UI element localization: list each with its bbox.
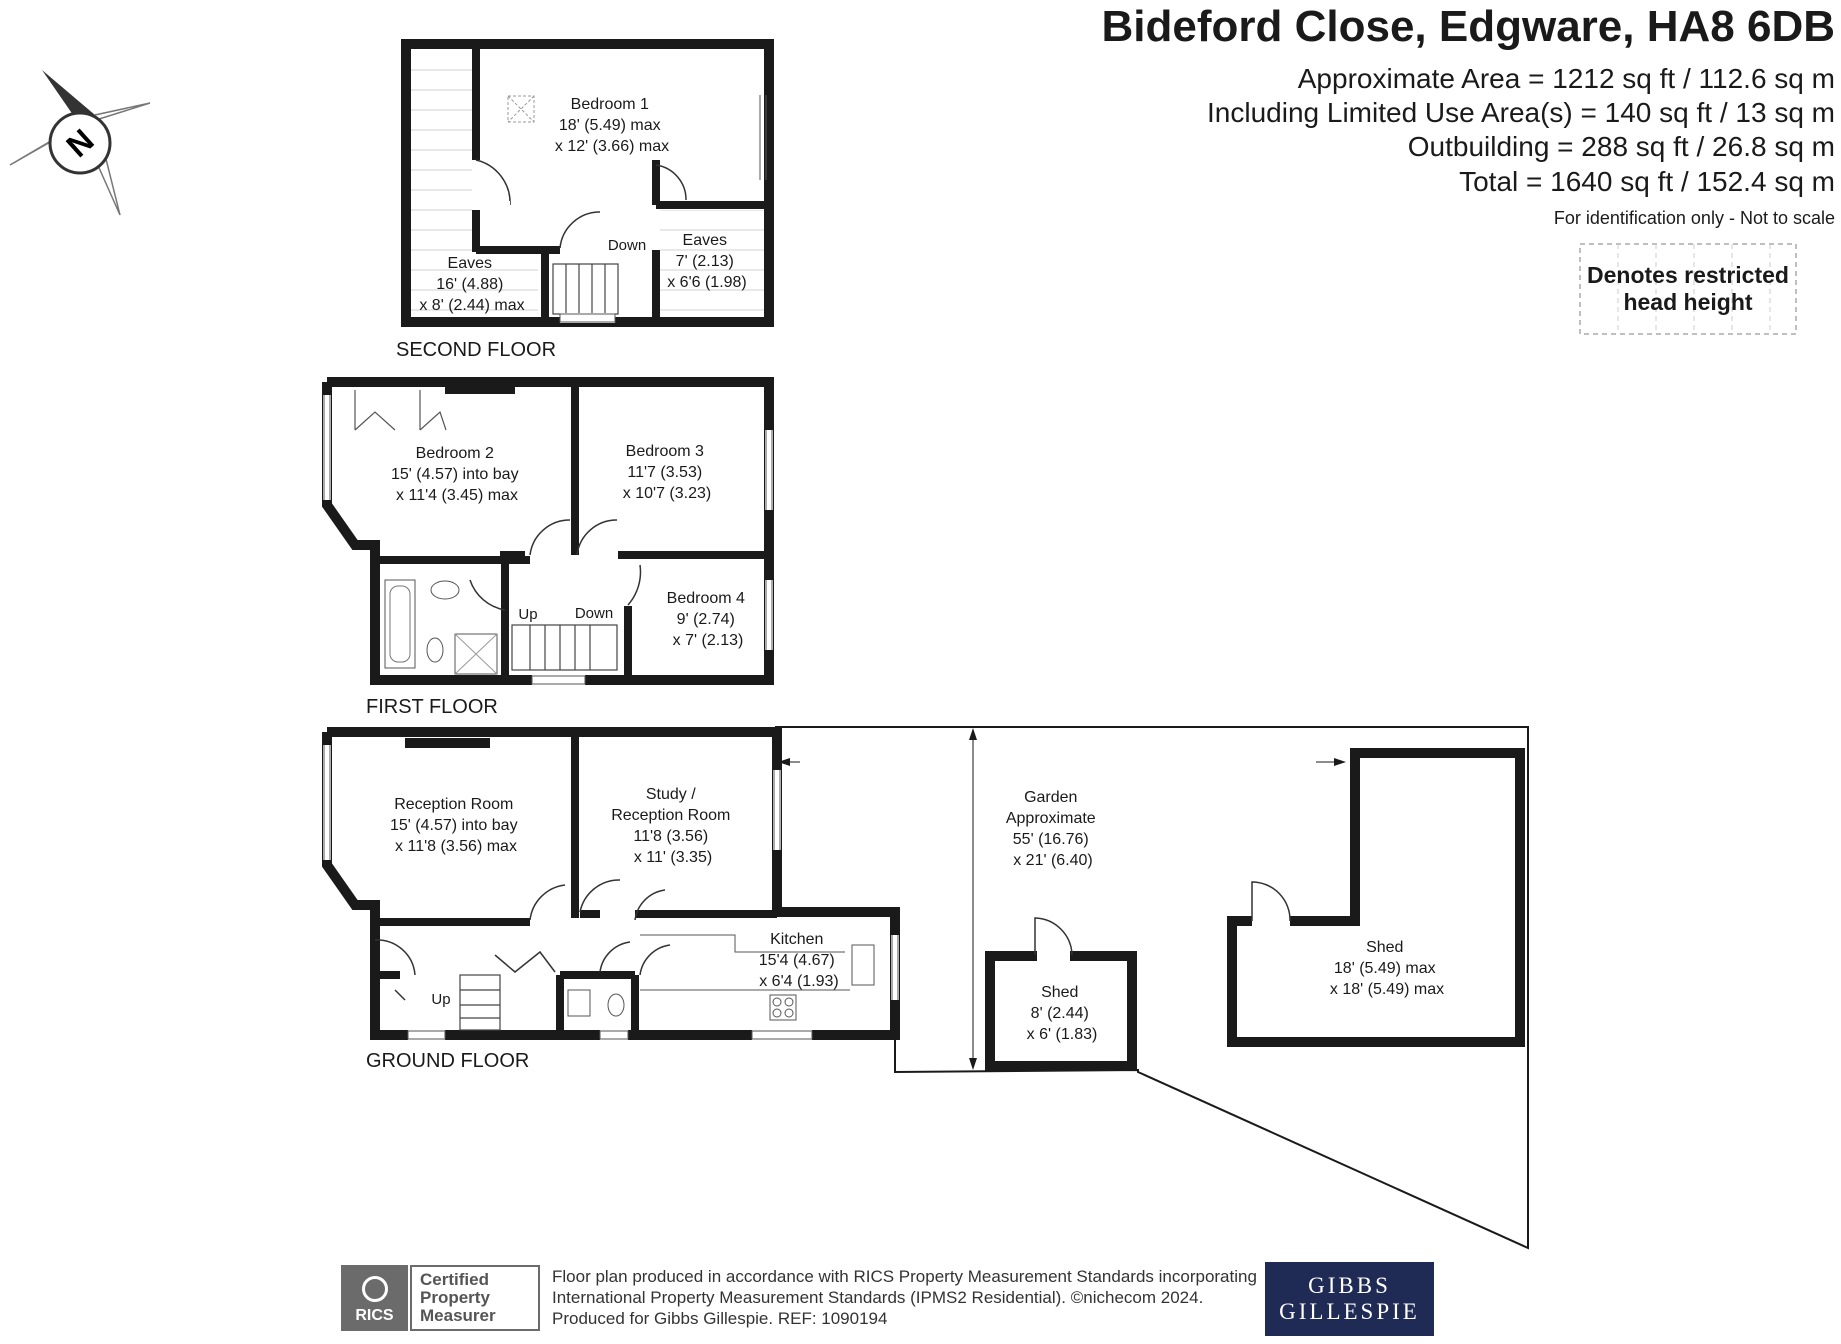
footer-line-1: Floor plan produced in accordance with R… — [552, 1267, 1257, 1286]
agent-logo-line-2: GILLESPIE — [1279, 1299, 1420, 1324]
cert-line-2: Property — [420, 1288, 490, 1307]
area-label-garden: Garden Approximate 55' (16.76) x 21' (6.… — [1006, 789, 1100, 869]
stairs-label-up-first: Up — [518, 606, 537, 623]
stairs-label-down-second: Down — [608, 237, 646, 254]
property-address-title: Bideford Close, Edgware, HA8 6DB — [1101, 2, 1835, 51]
approximate-area: Approximate Area = 1212 sq ft / 112.6 sq… — [1297, 63, 1835, 94]
restricted-height-legend-key — [1579, 243, 1797, 335]
rics-badge-text: RICS — [355, 1307, 394, 1324]
rics-logo: RICS — [341, 1265, 408, 1331]
legend-line-2: head height — [1623, 289, 1753, 315]
room-label-shed-small: Shed 8' (2.44) x 6' (1.83) — [1027, 984, 1098, 1043]
room-label-study: Study / Reception Room 11'8 (3.56) x 11'… — [611, 786, 735, 866]
certified-measurer-badge: Certified Property Measurer — [410, 1265, 540, 1331]
footer-credits: Floor plan produced in accordance with R… — [552, 1266, 1257, 1329]
room-label-kitchen: Kitchen 15'4 (4.67) x 6'4 (1.93) — [759, 931, 839, 990]
first-floor-plan — [322, 377, 774, 685]
legend-line-1: Denotes restricted — [1587, 262, 1789, 288]
rics-emblem-icon — [361, 1276, 388, 1302]
stairs-label-up-ground: Up — [431, 991, 450, 1008]
garden-plan — [775, 726, 1529, 1250]
cert-line-3: Measurer — [420, 1306, 496, 1325]
limited-use-area: Including Limited Use Area(s) = 140 sq f… — [1207, 97, 1835, 128]
ground-floor-plan — [322, 727, 900, 1040]
room-label-eaves-left: Eaves 16' (4.88) x 8' (2.44) max — [419, 255, 524, 314]
outbuilding-area: Outbuilding = 288 sq ft / 26.8 sq m — [1407, 131, 1835, 162]
floor-title-ground: GROUND FLOOR — [366, 1050, 529, 1072]
cert-line-1: Certified — [420, 1270, 489, 1289]
agent-logo-line-1: GIBBS — [1308, 1273, 1391, 1298]
second-floor-plan — [401, 39, 774, 327]
footer-line-2: International Property Measurement Stand… — [552, 1288, 1204, 1307]
footer-line-3: Produced for Gibbs Gillespie. REF: 10901… — [552, 1309, 888, 1328]
room-label-shed-large: Shed 18' (5.49) max x 18' (5.49) max — [1330, 939, 1444, 998]
floor-title-first: FIRST FLOOR — [366, 696, 498, 718]
room-label-bedroom3: Bedroom 3 11'7 (3.53) x 10'7 (3.23) — [623, 443, 711, 502]
floor-title-second: SECOND FLOOR — [396, 339, 556, 361]
total-area: Total = 1640 sq ft / 152.4 sq m — [1459, 166, 1835, 197]
room-label-eaves-right: Eaves 7' (2.13) x 6'6 (1.98) — [667, 232, 747, 291]
room-label-bedroom1: Bedroom 1 18' (5.49) max x 12' (3.66) ma… — [555, 96, 669, 155]
stairs-label-down-first: Down — [575, 605, 613, 622]
scale-disclaimer: For identification only - Not to scale — [1553, 208, 1835, 228]
room-label-bedroom4: Bedroom 4 9' (2.74) x 7' (2.13) — [667, 590, 750, 649]
compass-icon: N — [9, 70, 151, 216]
agent-logo: GIBBS GILLESPIE — [1265, 1262, 1434, 1336]
restricted-height-legend: Denotes restricted head height — [1580, 244, 1796, 334]
room-label-bedroom2: Bedroom 2 15' (4.57) into bay x 11'4 (3.… — [391, 445, 523, 504]
room-label-reception: Reception Room 15' (4.57) into bay x 11'… — [390, 796, 522, 855]
